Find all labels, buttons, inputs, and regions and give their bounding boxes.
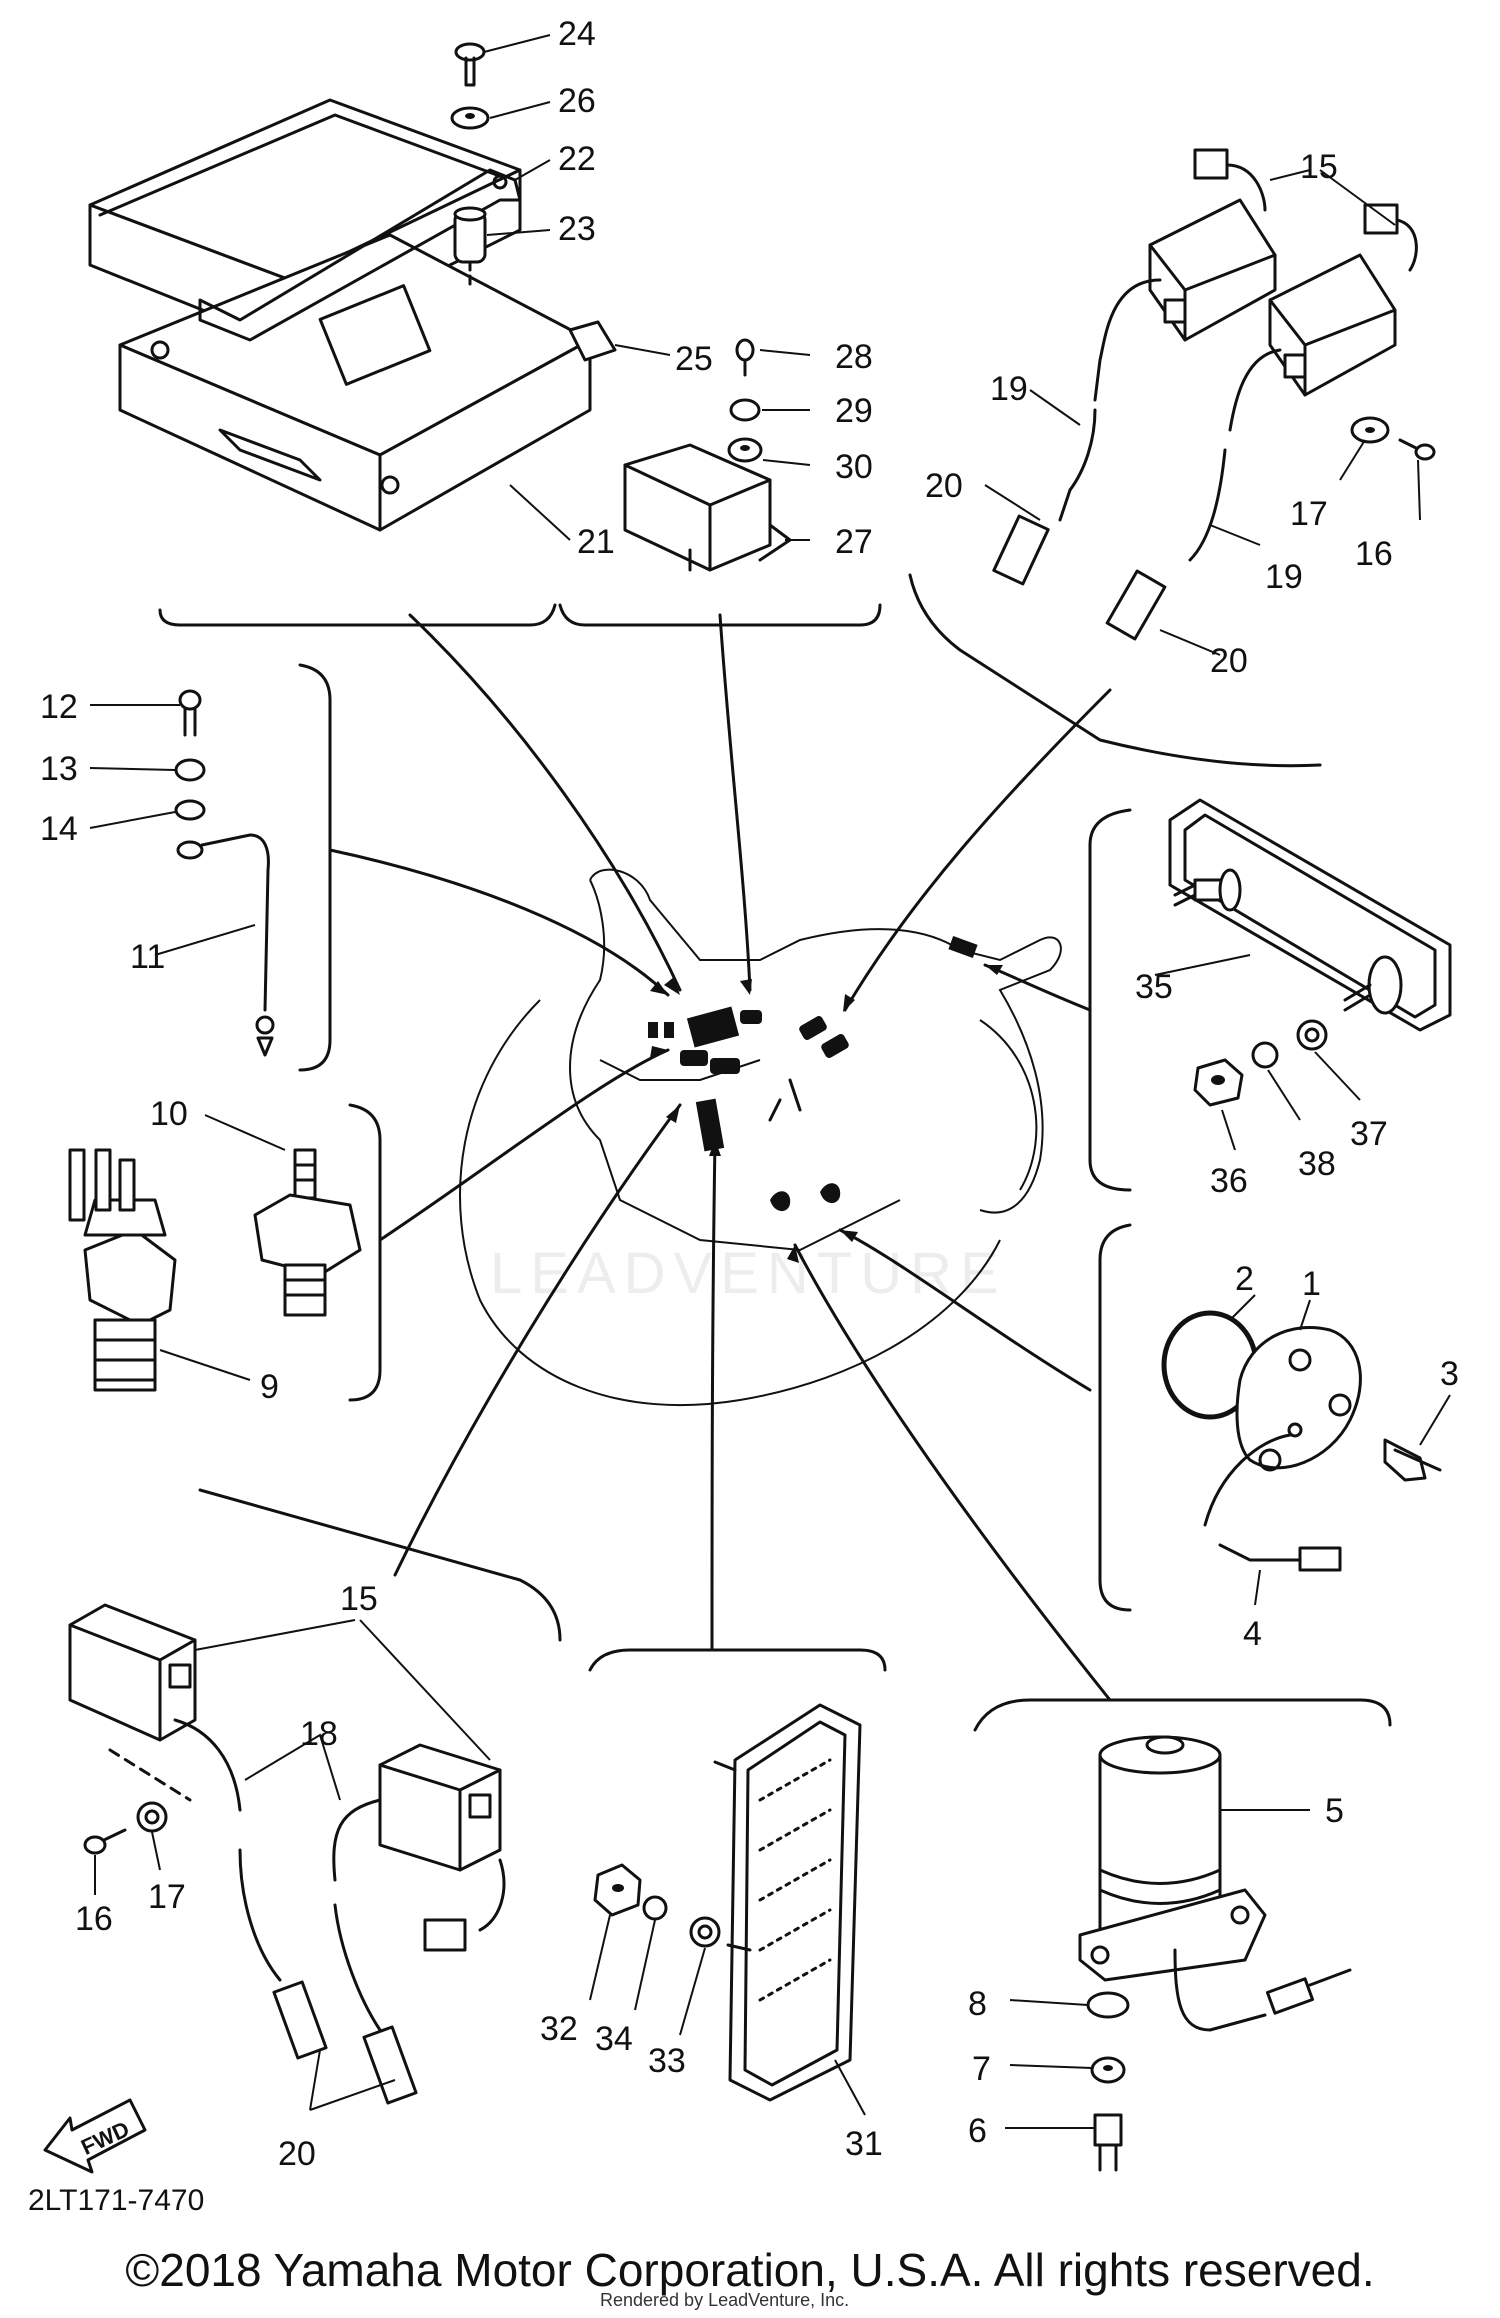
callout-28: 28: [835, 338, 873, 376]
callout-36: 36: [1210, 1162, 1248, 1200]
callout-24: 24: [558, 15, 596, 53]
switch-assembly: [68, 1114, 362, 1392]
callout-21: 21: [577, 523, 615, 561]
callout-3: 3: [1440, 1355, 1459, 1393]
callout-11: 11: [130, 938, 165, 976]
callout-15-lower: 15: [340, 1580, 378, 1618]
callout-4: 4: [1243, 1615, 1262, 1653]
callout-13: 13: [40, 750, 78, 788]
callout-20-lower: 20: [278, 2135, 316, 2173]
callout-10: 10: [150, 1095, 188, 1133]
central-part-markers: [648, 935, 978, 1212]
callout-20-upper-right: 20: [1210, 642, 1248, 680]
rendered-by-note: Rendered by LeadVenture, Inc.: [600, 2290, 850, 2310]
group-brackets: [158, 573, 1392, 1732]
tail-light-assembly: [1154, 798, 1452, 1151]
diagram-reference-code: 2LT171-7470: [28, 2184, 205, 2217]
callout-35: 35: [1135, 968, 1173, 1006]
leader-lines: [328, 613, 1112, 1702]
callout-30: 30: [835, 448, 873, 486]
reflector-assembly: [589, 1703, 866, 2116]
callout-27: 27: [835, 523, 873, 561]
callout-31: 31: [845, 2125, 883, 2163]
ignition-coil-set-lower: [68, 1603, 506, 2111]
forward-direction-arrow: FWD: [43, 2098, 147, 2174]
callout-23: 23: [558, 210, 596, 248]
sensor-assembly: [1161, 1294, 1451, 1606]
callout-15-upper: 15: [1300, 148, 1338, 186]
callout-19-upper: 19: [990, 370, 1028, 408]
solenoid-assembly: [1005, 1735, 1352, 2172]
callout-37: 37: [1350, 1115, 1388, 1153]
callout-labels: 1 2 3 4 5 6 7 8 9 10 11 12 13 14 15 15 1…: [40, 15, 1459, 2173]
callout-34: 34: [595, 2020, 633, 2058]
callout-19-lower: 19: [1265, 558, 1303, 596]
callout-18: 18: [300, 1715, 338, 1753]
vehicle-outline: [459, 868, 1062, 1407]
ignition-coil-set-upper: [984, 148, 1436, 656]
callout-16-lower: 16: [75, 1900, 113, 1938]
callout-16-upper: 16: [1355, 535, 1393, 573]
callout-6: 6: [968, 2112, 987, 2150]
regulator-assembly: [623, 338, 811, 572]
callout-5: 5: [1325, 1792, 1344, 1830]
callout-26: 26: [558, 82, 596, 120]
callout-9: 9: [260, 1368, 279, 1406]
callout-1: 1: [1302, 1265, 1321, 1303]
callout-12: 12: [40, 688, 78, 726]
callout-32: 32: [540, 2010, 578, 2048]
watermark: LEADVENTURE: [490, 1241, 1007, 1306]
callout-7: 7: [972, 2050, 991, 2088]
callout-38: 38: [1298, 1145, 1336, 1183]
callout-33: 33: [648, 2042, 686, 2080]
callout-25: 25: [675, 340, 713, 378]
callout-22: 22: [558, 140, 596, 178]
callout-14: 14: [40, 810, 78, 848]
callout-2: 2: [1235, 1260, 1254, 1298]
ground-lead-assembly: [89, 689, 275, 1057]
callout-29: 29: [835, 392, 873, 430]
callout-20-upper-left: 20: [925, 467, 963, 505]
copyright-notice: ©2018 Yamaha Motor Corporation, U.S.A. A…: [125, 2244, 1375, 2296]
callout-17-lower: 17: [148, 1878, 186, 1916]
control-unit-assembly: [88, 34, 671, 541]
callout-8: 8: [968, 1985, 987, 2023]
callout-17-upper: 17: [1290, 495, 1328, 533]
